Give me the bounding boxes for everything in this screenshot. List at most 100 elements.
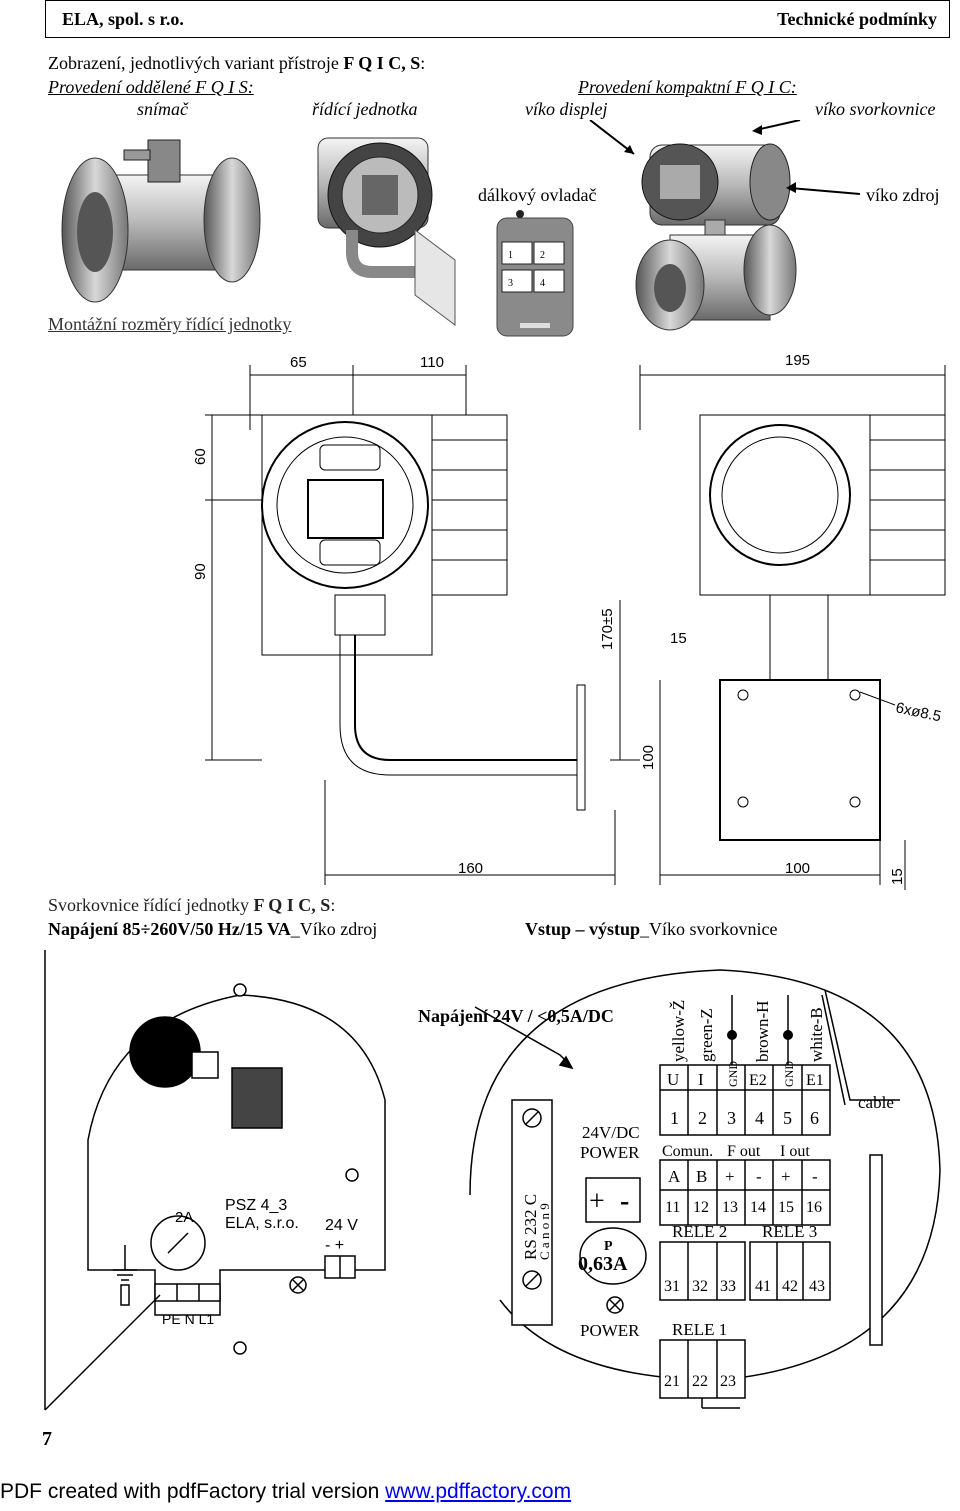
terminal-2: 2 <box>698 1108 707 1128</box>
minus-terminal: - <box>620 1186 629 1217</box>
terminal-14: 14 <box>750 1199 766 1216</box>
pdffactory-link[interactable]: www.pdffactory.com <box>385 1480 572 1503</box>
power-heading: Napájení 85÷260V/50 Hz/15 VA_Víko zdroj <box>48 919 378 939</box>
dim-15b: 15 <box>889 868 906 885</box>
dim-195: 195 <box>785 352 810 369</box>
dim-100-vertical: 100 <box>640 745 657 770</box>
terminal-6: 6 <box>810 1108 819 1128</box>
terminal-5: 5 <box>783 1108 792 1128</box>
remote-control-illustration: 1 2 3 4 <box>496 210 574 337</box>
rele1-label: RELE 1 <box>672 1320 727 1339</box>
power-label-bottom: POWER <box>580 1321 640 1340</box>
terminal-1: 1 <box>670 1108 679 1128</box>
label-terminal-lid: víko svorkovnice <box>815 99 936 119</box>
signal-E2: E2 <box>749 1072 767 1089</box>
wire-yellow-label: yellow-Ž <box>669 1000 688 1062</box>
io-heading: Vstup – výstup_Víko svorkovnice <box>525 919 778 939</box>
signal-gnd-2: GND <box>782 1061 796 1087</box>
mounting-drawing: 65 110 195 60 90 170±5 15 100 160 100 15… <box>192 352 946 890</box>
sig-plus-1: + <box>725 1167 735 1186</box>
terminal-43: 43 <box>809 1278 825 1295</box>
pdf-footer: PDF created with pdfFactory trial versio… <box>0 1480 572 1503</box>
arrow-power-lid-icon <box>786 182 796 193</box>
terminal-32: 32 <box>692 1278 708 1295</box>
wire-brown-label: brown-H <box>753 1001 772 1062</box>
label-remote: dálkový ovladač <box>478 185 597 205</box>
remote-button-3: 3 <box>508 278 513 289</box>
iout-label: I out <box>780 1143 810 1160</box>
io-board <box>469 969 941 1409</box>
plus-terminal: + <box>589 1186 605 1217</box>
label-display-lid: víko displej <box>525 99 608 119</box>
dim-90: 90 <box>192 563 209 580</box>
sig-plus-2: + <box>781 1167 791 1186</box>
company-name: ELA, spol. s r.o. <box>62 9 184 29</box>
terminal-31: 31 <box>664 1278 680 1295</box>
polarity-label: - + <box>325 1237 344 1254</box>
dim-holes: 6xø8.5 <box>894 699 942 725</box>
dim-65: 65 <box>290 354 307 371</box>
sig-minus-1: - <box>756 1167 762 1186</box>
remote-button-1: 1 <box>508 250 513 261</box>
dim-170: 170±5 <box>599 608 616 650</box>
fuse-p-label: P <box>604 1239 613 1254</box>
document-title: Technické podmínky <box>777 9 937 29</box>
terminal-22: 22 <box>692 1373 708 1390</box>
wire-dot-brown-icon <box>727 1030 737 1040</box>
terminals-heading: Svorkovnice řídící jednotky F Q I C, S: <box>48 895 336 915</box>
wire-white-label: white-B <box>807 1007 826 1062</box>
dim-15a: 15 <box>670 630 687 647</box>
dim-110: 110 <box>420 354 444 371</box>
terminal-15: 15 <box>778 1199 794 1216</box>
terminal-4: 4 <box>755 1108 764 1128</box>
intro-line: Zobrazení, jednotlivých variant přístroj… <box>48 53 426 73</box>
fout-label: F out <box>727 1143 761 1160</box>
control-unit-illustration <box>317 137 456 326</box>
sig-B: B <box>696 1167 707 1186</box>
rele2-label: RELE 2 <box>672 1222 727 1241</box>
signal-U: U <box>667 1070 679 1089</box>
pe-n-l1-label: PE N L1 <box>162 1311 214 1327</box>
arrow-display-lid-icon <box>624 145 634 154</box>
terminal-23: 23 <box>720 1373 736 1390</box>
sensor-illustration <box>61 139 261 303</box>
label-power-lid: víko zdroj <box>866 185 940 205</box>
arrow-terminal-lid-icon <box>752 125 762 135</box>
variant-separate: Provedení oddělené F Q I S: <box>48 77 254 97</box>
out24-label: 24 V <box>325 1217 358 1234</box>
unit-side-view <box>699 414 946 841</box>
page-header: ELA, spol. s r.o. Technické podmínky <box>45 0 950 38</box>
comm-label: Comun. <box>662 1143 713 1160</box>
dim-160: 160 <box>458 860 483 877</box>
sig-minus-2: - <box>812 1167 818 1186</box>
terminal-11: 11 <box>665 1199 680 1216</box>
variant-compact: Provedení kompaktní F Q I C: <box>578 77 797 97</box>
terminal-13: 13 <box>722 1199 738 1216</box>
terminal-diagrams: 2A PSZ 4_3 ELA, s.r.o. 24 V - + PE N L1 <box>44 950 941 1411</box>
cable-label: cable <box>858 1093 894 1112</box>
fuse-label: 2A <box>175 1209 193 1226</box>
dc-voltage-label: 24V/DC <box>582 1123 640 1142</box>
terminal-41: 41 <box>755 1278 771 1295</box>
unit-front-view <box>261 414 586 811</box>
terminal-12: 12 <box>693 1199 709 1216</box>
remote-button-4: 4 <box>540 278 545 289</box>
wire-green-label: green-Z <box>697 1008 716 1062</box>
page-number: 7 <box>42 1428 52 1450</box>
power-label-top: POWER <box>580 1143 640 1162</box>
signal-I: I <box>698 1070 704 1089</box>
maker-label: ELA, s.r.o. <box>225 1215 299 1232</box>
rs232-label: RS 232 C <box>521 1194 540 1260</box>
terminal-16: 16 <box>806 1199 822 1216</box>
terminal-33: 33 <box>720 1278 736 1295</box>
product-illustrations: 1 2 3 4 <box>61 120 861 337</box>
sig-A: A <box>668 1167 681 1186</box>
terminal-42: 42 <box>782 1278 798 1295</box>
dim-60: 60 <box>192 448 209 465</box>
compact-version-illustration <box>635 143 797 331</box>
signal-gnd-1: GND <box>726 1061 740 1087</box>
terminal-21: 21 <box>664 1373 680 1390</box>
signal-E1: E1 <box>806 1072 824 1089</box>
wire-dot-white-icon <box>783 1030 793 1040</box>
fuse-value-label: 0,63A <box>578 1253 628 1275</box>
